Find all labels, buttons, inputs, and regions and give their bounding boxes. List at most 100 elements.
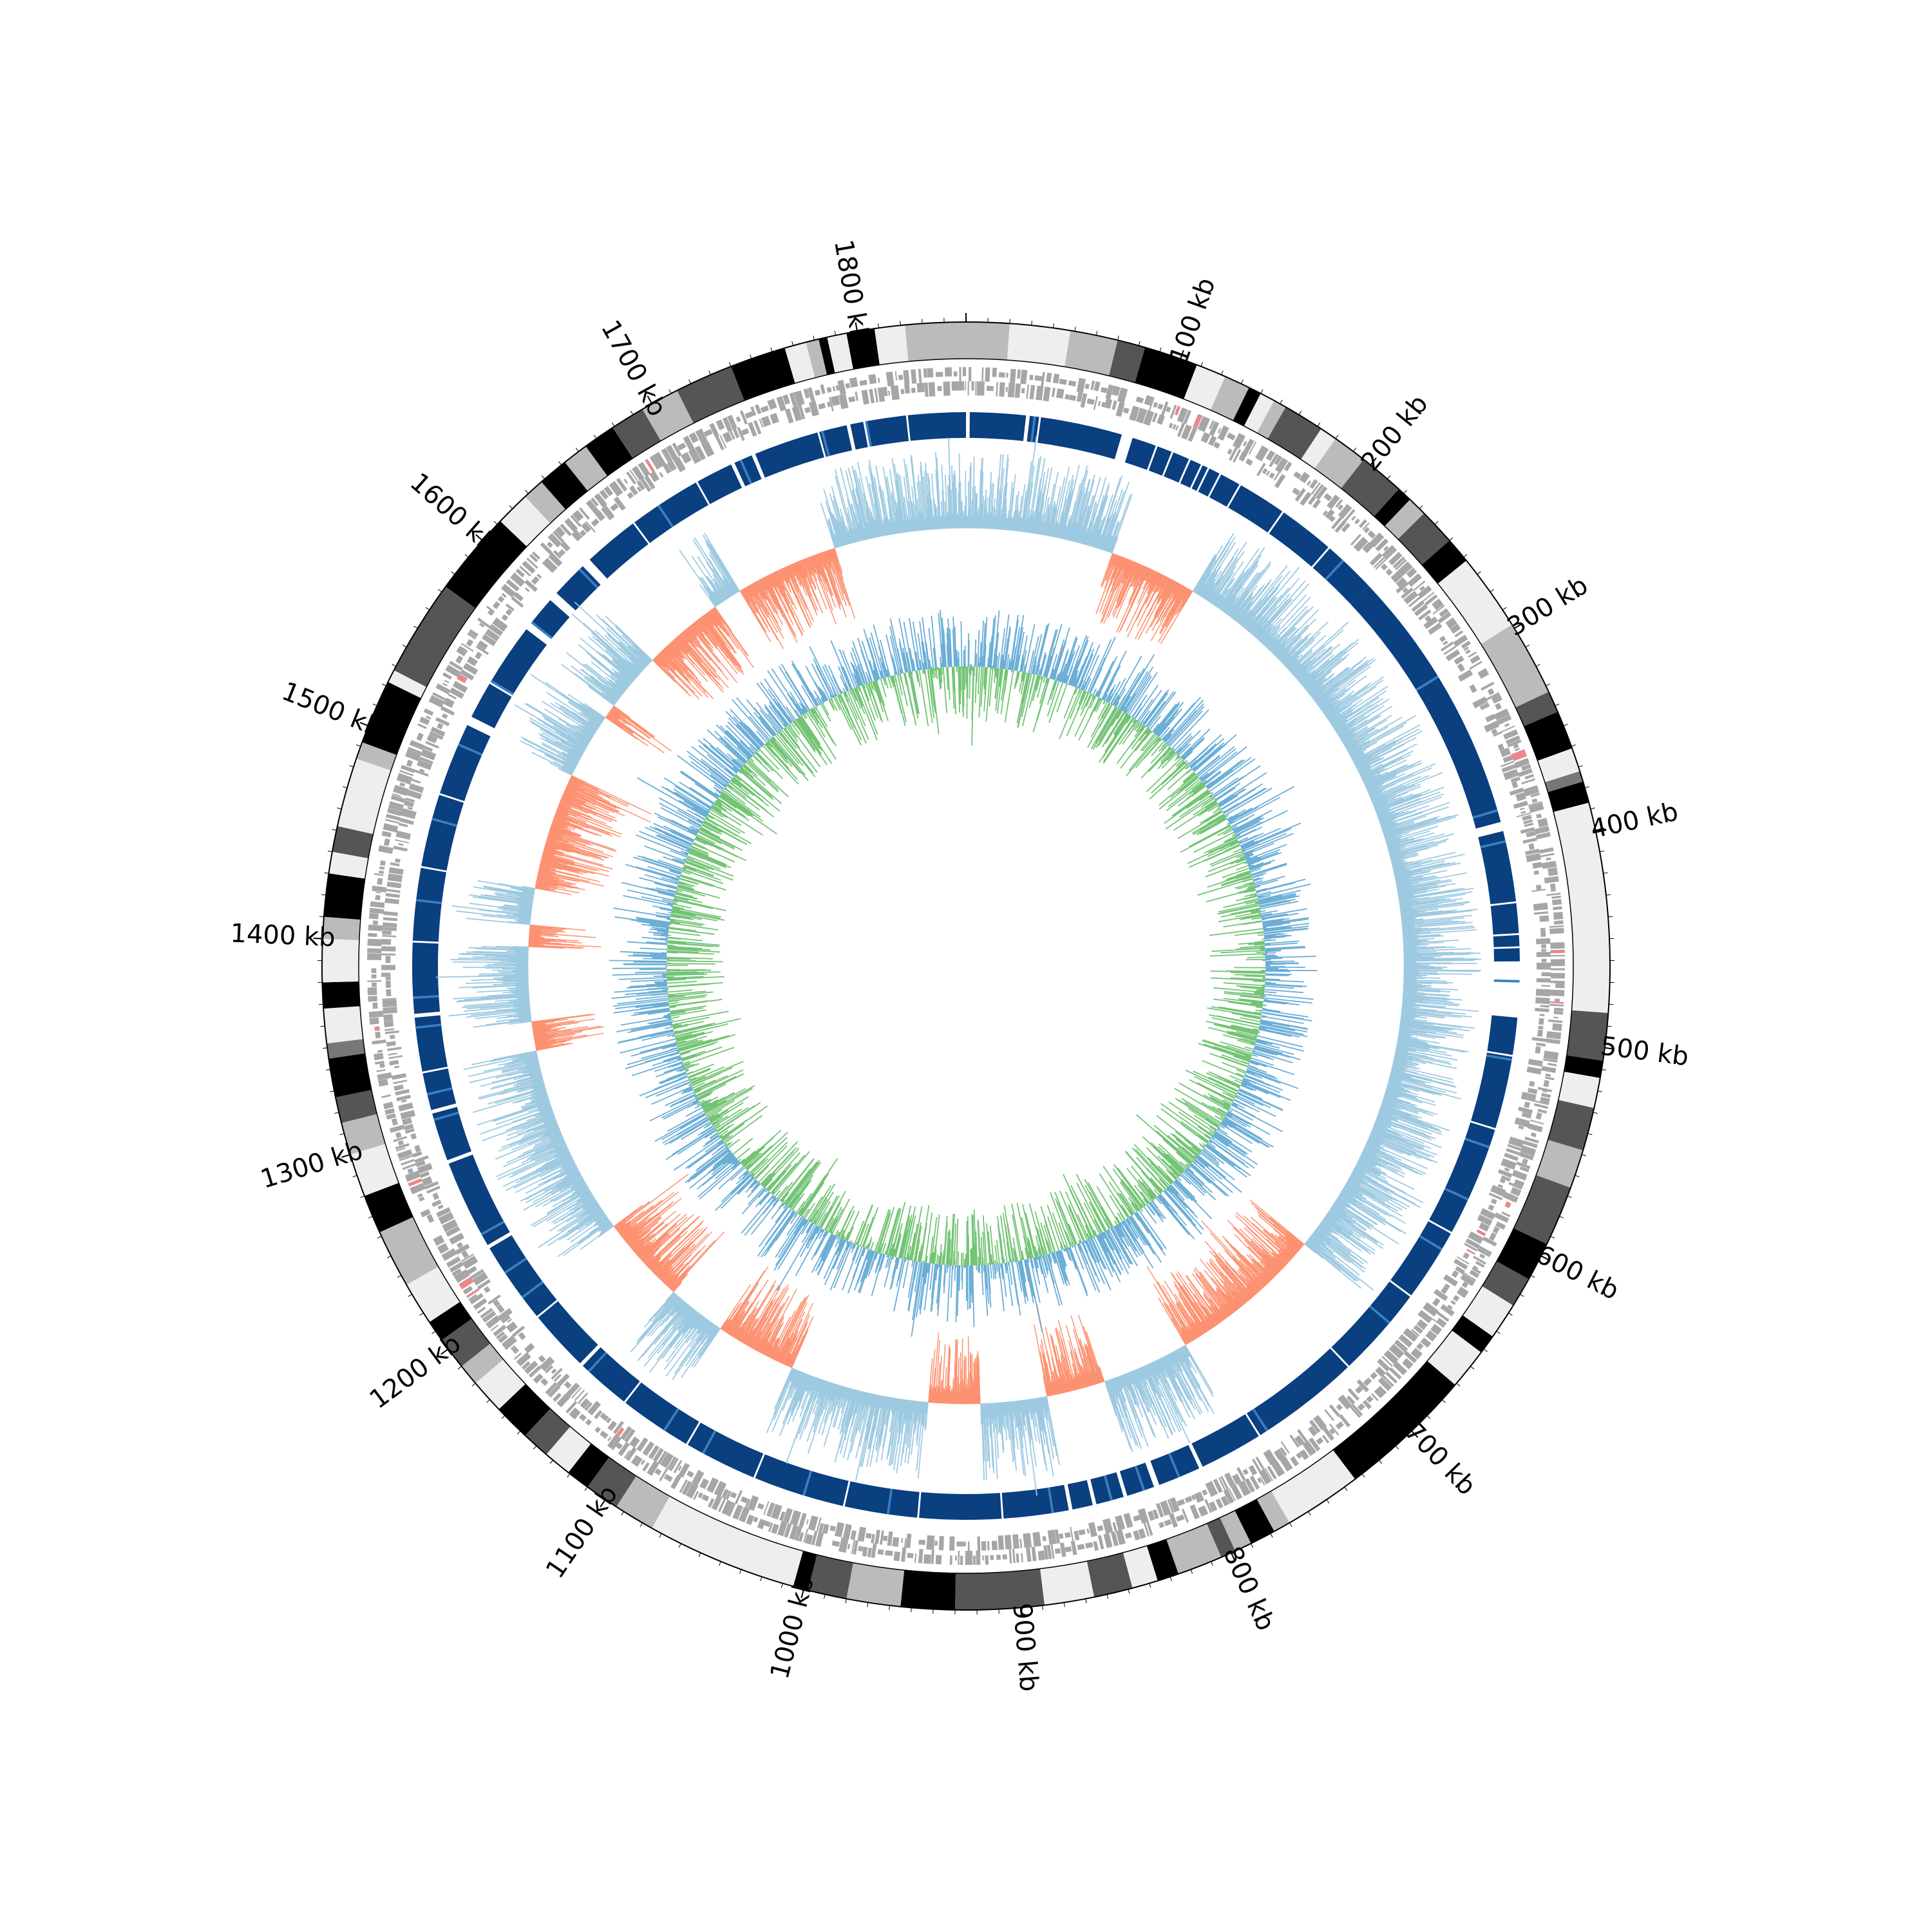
gene-reverse	[1519, 807, 1525, 811]
gene-reverse	[763, 1501, 770, 1515]
gene-reverse	[1101, 401, 1106, 408]
contig-block	[422, 1068, 457, 1110]
gene-forward	[401, 764, 415, 773]
gene-forward	[522, 560, 536, 574]
minor-tick	[516, 1430, 521, 1435]
gene-reverse	[987, 1540, 990, 1551]
gene-forward	[1009, 368, 1016, 384]
gene-reverse	[400, 1110, 416, 1120]
gene-reverse	[1331, 516, 1343, 530]
major-tick	[440, 1348, 449, 1355]
gene-reverse	[838, 393, 849, 410]
gene-forward	[553, 531, 565, 543]
cytoband-segment	[546, 1426, 591, 1473]
contig-block	[1390, 1221, 1451, 1296]
minor-tick	[1608, 916, 1613, 918]
gene-forward	[426, 1214, 435, 1224]
gene-forward	[1540, 1097, 1550, 1104]
contig-highlight	[426, 1087, 453, 1096]
cytoband-segment	[642, 390, 694, 441]
gene-forward	[404, 749, 421, 761]
gene-forward	[1311, 482, 1321, 495]
gene-forward	[1059, 379, 1067, 385]
gene-reverse	[1338, 1394, 1352, 1410]
major-tick	[1514, 623, 1522, 629]
gene-reverse	[1428, 622, 1443, 635]
gene-forward	[832, 386, 836, 392]
minor-tick	[1190, 1569, 1193, 1574]
gene-reverse	[421, 748, 437, 761]
gene-forward	[955, 1555, 957, 1561]
cytoband-segment	[1206, 1517, 1236, 1558]
gene-forward	[511, 1346, 519, 1354]
minor-tick	[824, 1594, 826, 1599]
gene-forward	[808, 387, 815, 402]
gene-forward	[1217, 425, 1229, 441]
gene-forward	[1402, 1358, 1414, 1370]
gene-forward	[1164, 1519, 1172, 1526]
gene-forward	[367, 948, 382, 954]
gene-reverse	[1336, 1404, 1343, 1411]
gene-reverse	[571, 529, 583, 542]
gene-forward	[416, 732, 424, 741]
minor-tick	[1138, 341, 1141, 346]
minor-tick	[1419, 505, 1423, 509]
contig-block	[697, 464, 743, 504]
gene-forward	[1209, 421, 1220, 437]
gene-reverse	[1476, 1229, 1486, 1236]
gene-reverse	[600, 1412, 609, 1421]
gene-forward	[683, 435, 695, 451]
gene-reverse	[1443, 640, 1448, 646]
gene-forward	[1146, 1521, 1153, 1536]
gene-forward	[1543, 1058, 1558, 1063]
gene-forward	[384, 819, 399, 824]
gene-forward	[1540, 853, 1555, 858]
minor-tick	[1403, 489, 1407, 494]
gene-reverse	[866, 1533, 872, 1539]
gene-forward	[1537, 1086, 1552, 1093]
minor-tick	[1535, 663, 1540, 667]
gene-reverse	[636, 1437, 649, 1452]
contig-block	[625, 1382, 699, 1444]
gene-reverse	[1520, 827, 1535, 834]
major-tick	[1230, 1552, 1236, 1562]
gene-forward	[1043, 1545, 1049, 1560]
contig-block	[471, 683, 512, 728]
gene-forward	[519, 565, 531, 577]
gene-reverse	[1070, 1526, 1074, 1541]
gene-reverse	[1202, 1489, 1208, 1496]
gene-reverse	[560, 541, 571, 552]
gene-forward	[1524, 773, 1535, 780]
gene-reverse	[996, 382, 998, 397]
cytoband-segment	[1109, 340, 1146, 383]
gene-forward	[1238, 1480, 1251, 1497]
gene-reverse	[1499, 1178, 1506, 1184]
tick-label-1500: 1500 kb	[278, 676, 386, 743]
cytoband-segment	[1007, 323, 1071, 367]
gene-forward	[1243, 439, 1255, 454]
minor-tick	[1211, 1561, 1213, 1566]
cytoband-segment	[1256, 1491, 1290, 1531]
gene-reverse	[1535, 1007, 1549, 1012]
gene-forward	[1327, 494, 1340, 509]
contig-block	[1164, 452, 1189, 483]
gene-reverse	[951, 381, 958, 391]
gene-reverse	[1383, 1350, 1399, 1365]
gene-reverse	[829, 397, 834, 412]
gene-reverse	[673, 1460, 683, 1473]
contig-block	[687, 1422, 764, 1478]
minor-tick	[372, 703, 377, 706]
minor-tick	[1597, 1090, 1602, 1092]
minor-tick	[457, 1366, 462, 1370]
gene-reverse	[822, 1524, 829, 1534]
gene-forward	[768, 1522, 773, 1532]
gene-reverse	[831, 395, 840, 406]
gene-forward	[858, 1546, 864, 1552]
gene-forward	[1502, 1191, 1519, 1203]
gene-forward	[1439, 608, 1449, 618]
gene-forward	[1425, 594, 1438, 606]
gene-reverse	[1540, 1005, 1549, 1008]
gene-forward	[1378, 1377, 1392, 1391]
gene-reverse	[725, 1490, 732, 1501]
gene-forward	[607, 1434, 622, 1450]
